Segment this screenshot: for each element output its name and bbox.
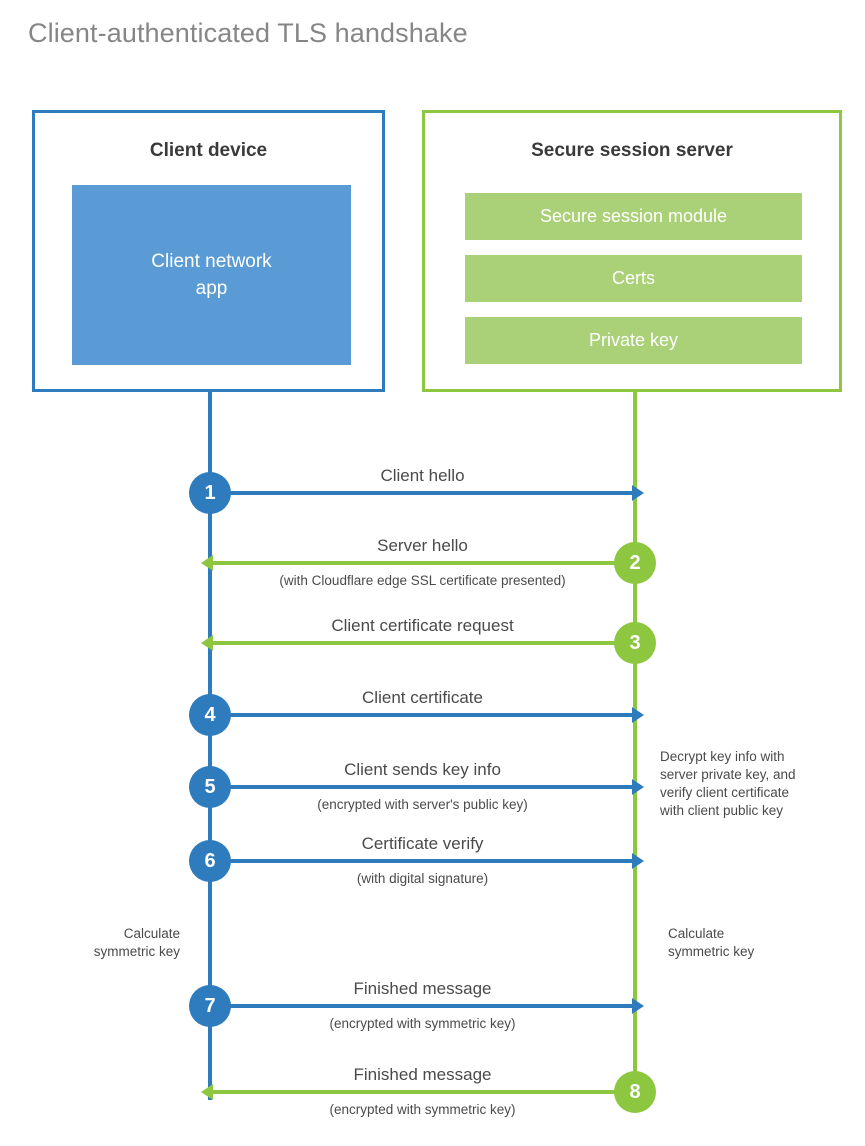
step-sublabel-5: (encrypted with server's public key) [317,797,528,812]
step-circle-6[interactable]: 6 [189,840,231,882]
secure-session-server-box: Secure session server Secure session mod… [422,110,842,392]
step-label-2: Server hello [377,536,468,555]
step-circle-8[interactable]: 8 [614,1071,656,1113]
server-bar-certs: Certs [465,255,802,302]
arrow-step-8 [201,1084,635,1100]
arrow-step-5 [210,779,644,795]
step-circle-4[interactable]: 4 [189,694,231,736]
arrow-step-6 [210,853,644,869]
arrow-step-1 [210,485,644,501]
step-sublabel-8: (encrypted with symmetric key) [329,1102,516,1117]
step-sublabel-7: (encrypted with symmetric key) [329,1016,516,1031]
step-sublabel-6: (with digital signature) [356,871,489,886]
arrow-head-icon [201,1084,213,1100]
client-device-title: Client device [149,140,268,161]
server-lifeline [633,392,637,1092]
step-circle-5[interactable]: 5 [189,766,231,808]
step-label-3: Client certificate request [331,616,514,635]
arrow-head-icon [632,707,644,723]
server-bar-private-key: Private key [465,317,802,364]
step-circle-3[interactable]: 3 [614,622,656,664]
page-title: Client-authenticated TLS handshake [28,18,468,48]
step-label-5: Client sends key info [344,760,501,779]
arrow-head-icon [632,485,644,501]
arrow-head-icon [632,853,644,869]
client-lifeline [208,392,212,1100]
arrow-head-icon [632,779,644,795]
arrow-head-icon [201,635,213,651]
step-label-6: Certificate verify [361,834,484,853]
step-sublabel-2: (with Cloudflare edge SSL certificate pr… [279,573,566,588]
arrow-step-2 [201,555,635,571]
arrow-step-3 [201,635,635,651]
step-circle-1[interactable]: 1 [189,472,231,514]
step-label-1: Client hello [380,466,465,485]
arrow-head-icon [632,998,644,1014]
step-label-7: Finished message [353,979,492,998]
secure-session-server-title: Secure session server [531,140,733,161]
arrow-step-4 [210,707,644,723]
step-circle-7[interactable]: 7 [189,985,231,1027]
step-circle-2[interactable]: 2 [614,542,656,584]
step-label-8: Finished message [353,1065,492,1084]
server-bar-secure-session-module: Secure session module [465,193,802,240]
step-label-4: Client certificate [362,688,483,707]
arrow-head-icon [201,555,213,571]
arrow-step-7 [210,998,644,1014]
